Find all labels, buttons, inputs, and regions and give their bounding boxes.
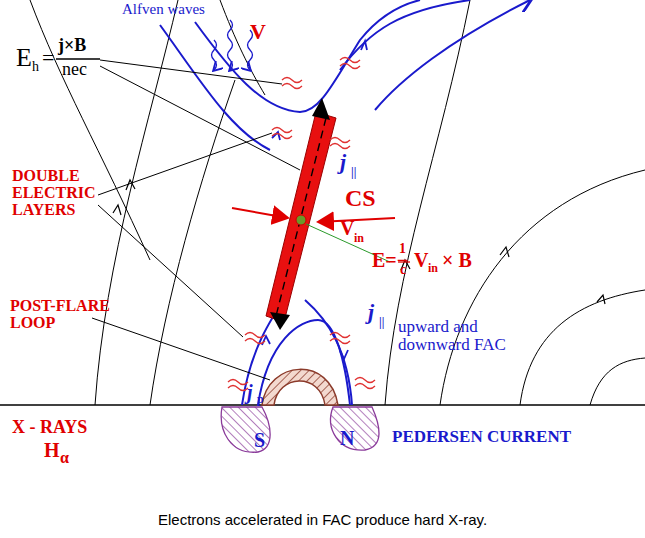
fac-label: upward and downward FAC	[398, 318, 523, 354]
halpha-label: H	[44, 440, 60, 461]
current-subscript: p	[257, 393, 264, 406]
field-formula: in	[428, 262, 438, 275]
field-formula: × B	[442, 250, 472, 271]
xray-label: X - RAYS	[12, 418, 87, 437]
field-formula: V	[414, 250, 428, 271]
inflow-subscript: in	[354, 232, 364, 245]
wave-label: Alfven waves	[122, 2, 205, 18]
pedersen-label: PEDERSEN CURRENT	[392, 428, 571, 446]
current-sheet-label: CS	[345, 186, 376, 211]
formula-symbol: =	[42, 46, 54, 69]
halpha-label: α	[60, 450, 69, 467]
formula-numerator: j×B	[58, 36, 86, 55]
current-label: j	[247, 382, 253, 403]
caption: Electrons accelerated in FAC produce har…	[158, 512, 487, 528]
formula-subscript: h	[32, 60, 39, 75]
field-formula: c	[400, 263, 406, 278]
current-subscript: ||	[379, 316, 384, 329]
current-label: j	[340, 150, 346, 173]
formula-denominator: nec	[62, 60, 87, 79]
current-subscript: ||	[351, 166, 356, 179]
current-label: j	[368, 300, 374, 323]
footpoint-label: N	[340, 428, 354, 449]
field-formula: 1	[399, 242, 406, 257]
formula-symbol: E	[16, 44, 32, 71]
velocity-label: V	[250, 20, 266, 43]
footpoint-label: S	[254, 430, 265, 451]
inflow-label: V	[340, 218, 354, 239]
layer-label: DOUBLE ELECTRIC LAYERS	[12, 168, 108, 218]
loop-label: POST-FLARE LOOP	[10, 298, 110, 332]
